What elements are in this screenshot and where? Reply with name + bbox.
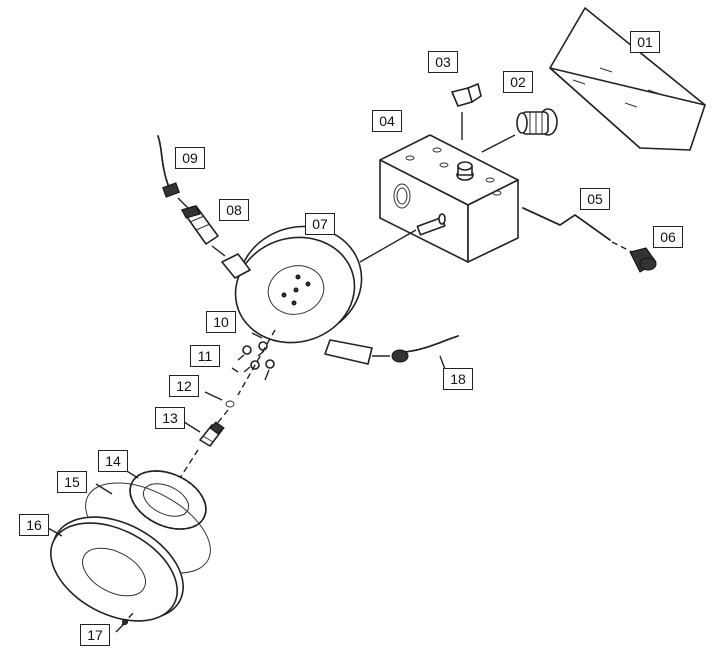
part-label-11: 11: [190, 345, 220, 367]
part-label-17: 17: [80, 624, 110, 646]
part-10-11-screws-washers: [237, 341, 275, 381]
part-label-09: 09: [175, 147, 205, 169]
part-label-02: 02: [503, 71, 533, 93]
part-label-12: 12: [169, 375, 199, 397]
part-13-swivel-fitting: [199, 421, 225, 447]
part-label-04: 04: [372, 110, 402, 132]
part-label-18: 18: [443, 368, 473, 390]
part-12-o-ring: [225, 400, 235, 408]
part-02-knob: [516, 108, 558, 136]
part-01-mounting-bracket: [549, 7, 706, 151]
part-label-05: 05: [580, 188, 610, 210]
part-14-coiled-hose: [129, 470, 207, 530]
part-04-gear-box: [379, 134, 519, 263]
part-07-hose-reel-drum: [221, 225, 373, 365]
part-18-outlet-hose: [391, 335, 459, 363]
part-06-handle-grip: [629, 247, 657, 273]
part-09-inlet-hose: [157, 135, 180, 198]
part-08-hose-connector: [181, 205, 219, 245]
part-label-15: 15: [57, 471, 87, 493]
part-label-07: 07: [305, 213, 335, 235]
part-label-14: 14: [98, 450, 128, 472]
part-label-06: 06: [653, 226, 683, 248]
part-label-01: 01: [630, 31, 660, 53]
part-label-08: 08: [219, 199, 249, 221]
part-05-crank-handle: [522, 207, 611, 241]
part-16-cover-plate: [50, 516, 184, 622]
part-label-03: 03: [428, 51, 458, 73]
part-label-13: 13: [155, 407, 185, 429]
part-label-10: 10: [206, 311, 236, 333]
part-03-clip: [451, 83, 482, 107]
part-label-16: 16: [19, 514, 49, 536]
